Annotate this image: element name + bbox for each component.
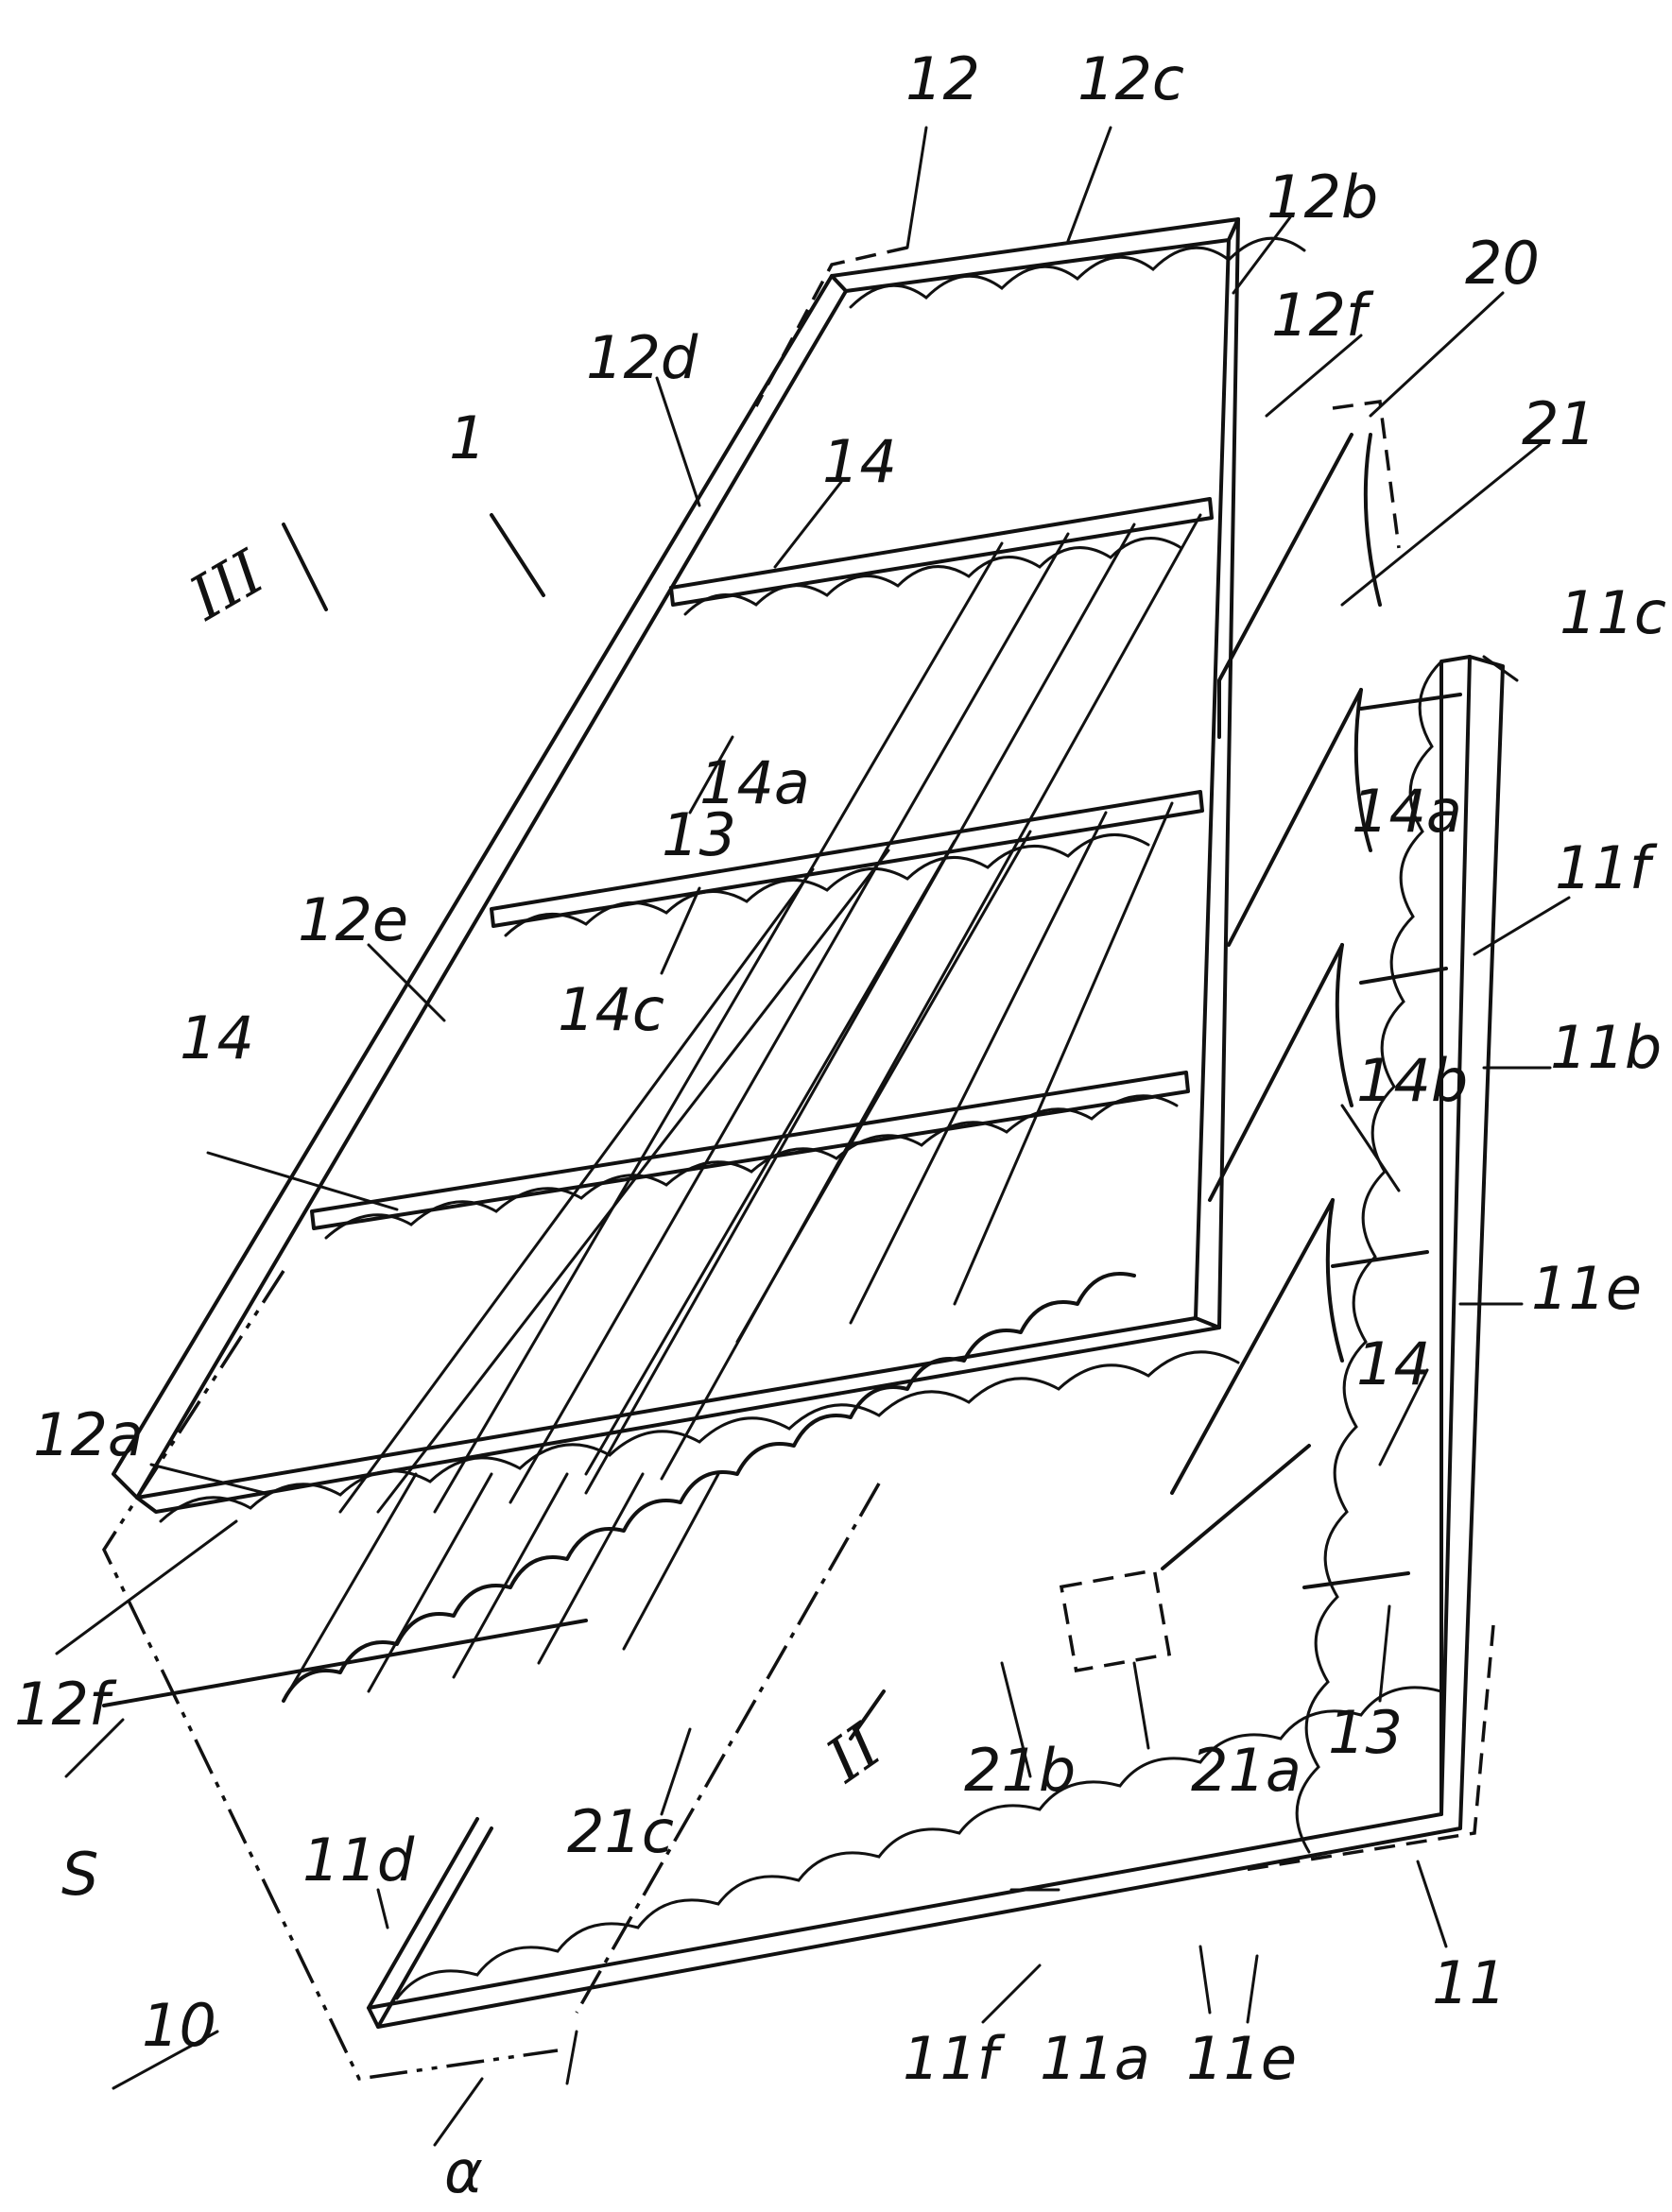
label-14a-mid: 14a (699, 748, 810, 817)
label-11f-bottom: 11f (903, 2024, 1006, 2093)
arrow-1 (490, 513, 545, 597)
cross-bar-14-a (669, 497, 1214, 607)
label-10: 10 (142, 1991, 216, 2060)
bottom-rail-bulges (395, 1686, 1443, 2000)
label-s: S (61, 1840, 98, 1909)
tube-lines (338, 513, 1202, 1514)
label-21a: 21a (1191, 1736, 1301, 1805)
label-iii: III (178, 537, 277, 634)
label-12d: 12d (586, 323, 698, 392)
label-20: 20 (1465, 229, 1540, 298)
label-14a-right: 14a (1352, 777, 1462, 846)
label-11e-bottom: 11e (1186, 2024, 1297, 2093)
tube-assembly-21 (282, 433, 1382, 1703)
label-11d: 11d (302, 1826, 415, 1895)
top-rail-scallops (849, 236, 1306, 309)
lower-frame-11 (367, 655, 1505, 2029)
cross-bar-14-b (490, 790, 1204, 928)
label-13-right: 13 (1328, 1698, 1403, 1767)
label-21: 21 (1522, 389, 1596, 458)
cross-bar-14-c (310, 1071, 1190, 1230)
label-11b: 11b (1550, 1013, 1662, 1082)
arrow-ii (849, 1689, 886, 1740)
label-11: 11 (1432, 1948, 1507, 2017)
label-12c: 12c (1077, 44, 1184, 113)
label-14-top: 14 (822, 427, 897, 496)
labels: 12 12c 12b 20 12f 21 12d 1 14 11c III 14… (14, 44, 1666, 2206)
label-21b: 21b (964, 1736, 1076, 1805)
label-11f-right: 11f (1555, 833, 1658, 902)
arrow-iii (282, 523, 328, 611)
label-11e-right: 11e (1531, 1254, 1642, 1323)
label-13-mid: 13 (662, 800, 736, 869)
label-ii: II (814, 1710, 895, 1796)
label-14-right: 14 (1356, 1329, 1431, 1398)
label-14c: 14c (558, 975, 664, 1044)
label-alpha: α (444, 2137, 483, 2206)
label-11a: 11a (1040, 2024, 1150, 2093)
right-rail-bulges (1295, 660, 1443, 1854)
upper-frame-12 (112, 217, 1306, 1523)
label-12b: 12b (1267, 163, 1378, 231)
label-11c: 11c (1560, 578, 1666, 647)
label-12e: 12e (298, 885, 408, 954)
label-14-left: 14 (180, 1003, 254, 1072)
label-12f-left: 12f (14, 1670, 117, 1739)
dashed-outlines (101, 246, 1495, 2081)
label-21c: 21c (567, 1797, 674, 1866)
label-14b: 14b (1356, 1046, 1468, 1115)
label-1: 1 (449, 403, 486, 472)
label-12: 12 (905, 44, 980, 113)
label-12f-top: 12f (1271, 281, 1374, 350)
tube-ends-bottom (282, 1272, 1136, 1703)
label-12a: 12a (33, 1400, 144, 1469)
leaders (55, 126, 1571, 2147)
